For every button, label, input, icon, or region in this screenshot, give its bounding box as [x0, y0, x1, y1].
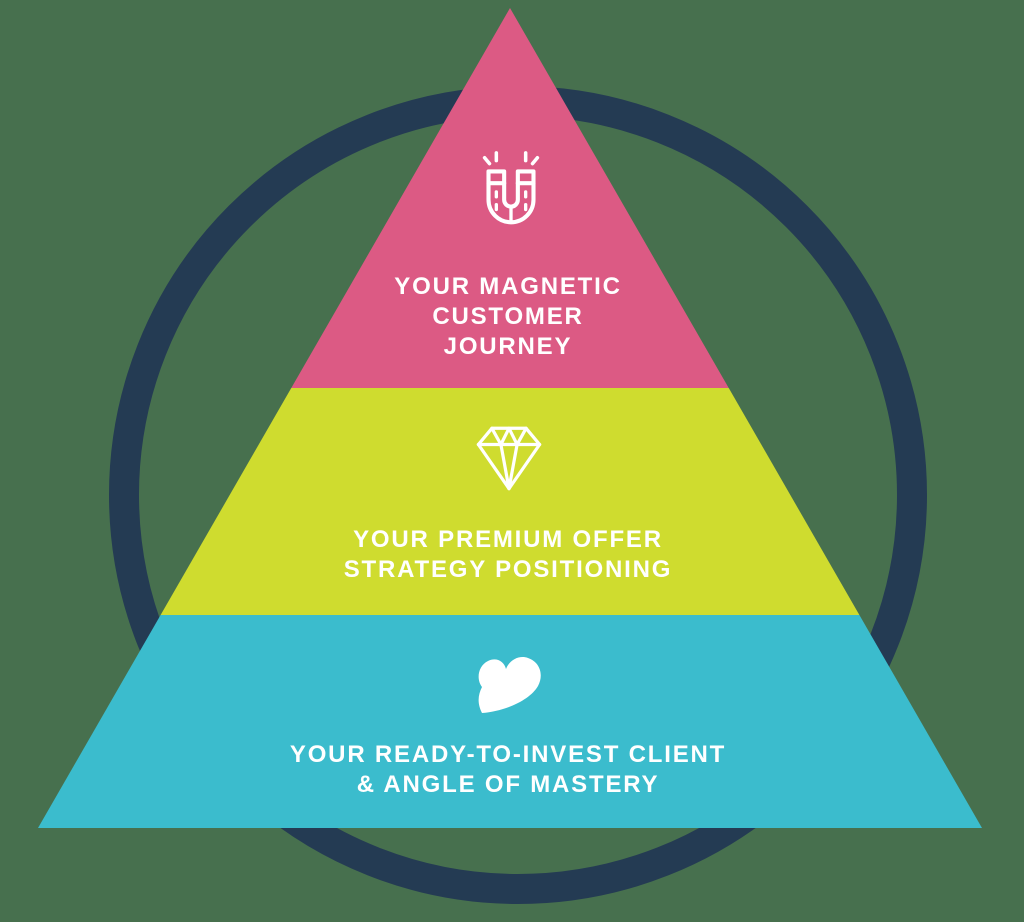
magnet-icon — [467, 146, 555, 234]
tier-bottom-label-line: YOUR READY-TO-INVEST CLIENT — [289, 741, 727, 768]
heart-icon — [472, 655, 544, 715]
tier-top-label-line: JOURNEY — [443, 333, 573, 360]
tier-middle-label: YOUR PREMIUM OFFER STRATEGY POSITIONING — [258, 525, 758, 585]
tier-middle-label-line: STRATEGY POSITIONING — [343, 556, 673, 583]
diamond-icon — [464, 420, 554, 496]
tier-middle-label-line: YOUR PREMIUM OFFER — [353, 526, 663, 553]
tier-bottom-shape — [38, 615, 982, 828]
tier-top-label: YOUR MAGNETIC CUSTOMER JOURNEY — [308, 272, 708, 362]
tier-bottom-label-line: & ANGLE OF MASTERY — [356, 771, 660, 798]
tier-bottom-label: YOUR READY-TO-INVEST CLIENT & ANGLE OF M… — [208, 740, 808, 800]
tier-top-label-line: YOUR MAGNETIC — [394, 273, 622, 300]
tier-top-label-line: CUSTOMER — [432, 303, 584, 330]
